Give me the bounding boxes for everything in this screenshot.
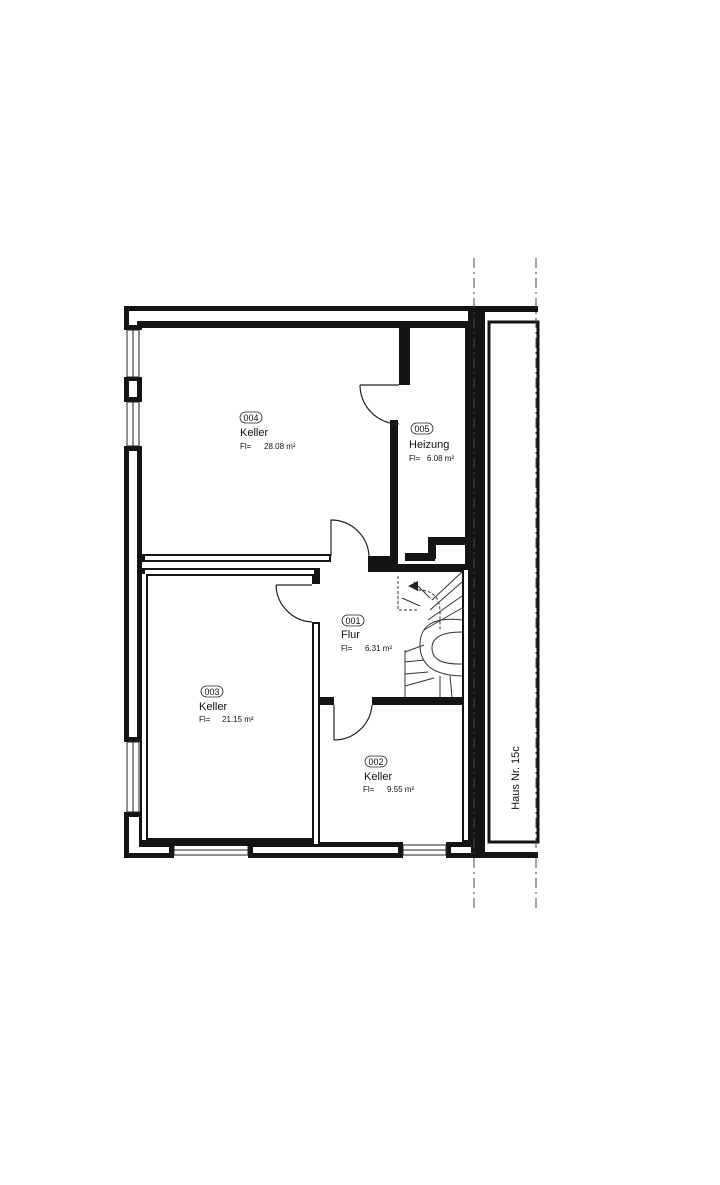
wall-keller003-bottom bbox=[140, 838, 316, 846]
room-001: 001 Flur Fl= 6.31 m² bbox=[341, 614, 392, 653]
room-area-label: Fl= bbox=[409, 454, 421, 463]
room-area-label: Fl= bbox=[240, 442, 252, 451]
doors bbox=[275, 384, 400, 741]
room-area: 6.31 m² bbox=[365, 644, 392, 653]
room-name: Keller bbox=[240, 427, 268, 439]
room-003: 003 Keller Fl= 21.15 m² bbox=[199, 685, 254, 724]
neighbor-house bbox=[473, 258, 540, 912]
room-005: 005 Heizung Fl= 6.08 m² bbox=[409, 422, 454, 463]
room-name: Keller bbox=[199, 701, 227, 713]
wall-keller002-top-left bbox=[312, 697, 334, 705]
stair-direction-path bbox=[397, 576, 418, 611]
staircase bbox=[397, 571, 463, 698]
wall-heizung-left bbox=[402, 321, 410, 385]
wall-stair-top bbox=[368, 564, 468, 572]
door-flur-keller002 bbox=[333, 704, 373, 741]
wall-keller003-right-upper bbox=[312, 568, 320, 584]
room-002: 002 Keller Fl= 9.55 m² bbox=[363, 755, 414, 794]
room-number: 001 bbox=[345, 616, 360, 626]
wall-keller004-right-lower bbox=[390, 420, 398, 560]
wall-heizung-bottom bbox=[405, 553, 435, 561]
room-area: 21.15 m² bbox=[222, 715, 254, 724]
room-number: 002 bbox=[368, 757, 383, 767]
wall-keller002-top-right bbox=[372, 697, 468, 705]
stair-arrow-icon bbox=[408, 581, 418, 591]
room-number: 004 bbox=[243, 413, 258, 423]
room-004: 004 Keller Fl= 28.08 m² bbox=[239, 411, 296, 451]
room-name: Flur bbox=[341, 629, 360, 641]
room-number: 003 bbox=[204, 687, 219, 697]
room-area-label: Fl= bbox=[363, 785, 375, 794]
walls bbox=[124, 306, 478, 858]
room-number: 005 bbox=[414, 424, 429, 434]
room-number-badge bbox=[410, 422, 434, 435]
door-flur-keller004 bbox=[330, 519, 370, 557]
room-area: 6.08 m² bbox=[427, 454, 454, 463]
room-number-badge bbox=[239, 411, 263, 424]
neighbor-inner bbox=[487, 320, 540, 844]
wall-cavities bbox=[129, 311, 471, 853]
interior-cavities bbox=[142, 556, 468, 844]
room-number-badge bbox=[341, 614, 365, 627]
room-area-label: Fl= bbox=[199, 715, 211, 724]
wall-heizung-bottom-right bbox=[428, 537, 436, 559]
door-keller004-heizung bbox=[359, 384, 400, 425]
room-name: Keller bbox=[364, 771, 392, 783]
door-flur-keller003 bbox=[275, 584, 313, 623]
interior-walls bbox=[140, 321, 470, 846]
room-number-badge bbox=[200, 685, 224, 698]
room-area: 28.08 m² bbox=[264, 442, 296, 451]
wall-heizung-step bbox=[428, 537, 468, 545]
room-area: 9.55 m² bbox=[387, 785, 414, 794]
room-area-label: Fl= bbox=[341, 644, 353, 653]
wall-flur-top bbox=[368, 556, 398, 564]
room-name: Heizung bbox=[409, 439, 449, 451]
neighbor-house-label: Haus Nr. 15c bbox=[510, 746, 522, 810]
room-number-badge bbox=[364, 755, 388, 768]
